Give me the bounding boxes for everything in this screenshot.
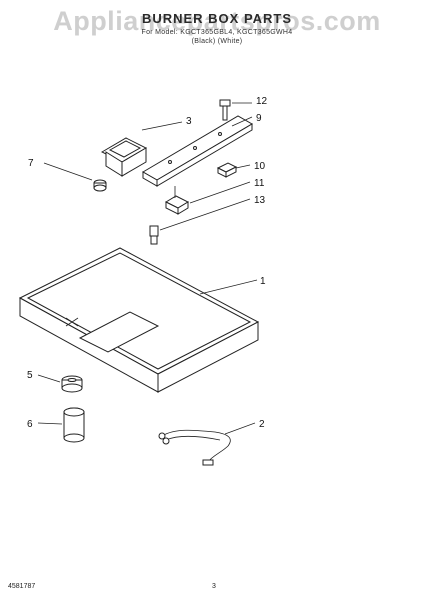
page-title: BURNER BOX PARTS xyxy=(141,11,293,26)
part-6-cylinder[interactable] xyxy=(63,407,85,443)
leader-lines xyxy=(37,102,258,435)
part-10-block[interactable] xyxy=(216,162,238,178)
part-5-ring[interactable] xyxy=(61,375,83,393)
part-7-grommet[interactable] xyxy=(93,179,107,192)
callout-11: 11 xyxy=(254,178,265,189)
part-1-burner-tray[interactable] xyxy=(18,247,260,393)
callout-2: 2 xyxy=(259,419,265,430)
callout-1: 1 xyxy=(260,276,266,287)
part-2-wire-harness[interactable] xyxy=(158,429,231,466)
part-9-burner-bracket[interactable] xyxy=(142,115,253,187)
callout-9: 9 xyxy=(256,113,262,124)
callout-12: 12 xyxy=(256,96,268,107)
callout-3: 3 xyxy=(186,116,192,127)
part-13-orifice[interactable] xyxy=(149,225,159,245)
model-line: For Model: KGCT365GBL4, KGCT365GWH4 xyxy=(141,29,293,36)
color-line: (Black) (White) xyxy=(191,38,243,45)
callout-10: 10 xyxy=(254,161,266,172)
callout-13: 13 xyxy=(254,195,266,206)
document-number: 4581787 xyxy=(8,583,36,590)
callout-5: 5 xyxy=(27,370,33,381)
callout-7: 7 xyxy=(28,158,34,169)
part-3-burner-box[interactable] xyxy=(100,137,148,177)
page-number: 3 xyxy=(212,583,216,590)
part-12-screw[interactable] xyxy=(219,99,231,121)
watermark: Appliancepartspros.com xyxy=(53,6,381,36)
callout-6: 6 xyxy=(27,419,33,430)
part-11-igniter[interactable] xyxy=(164,186,190,215)
